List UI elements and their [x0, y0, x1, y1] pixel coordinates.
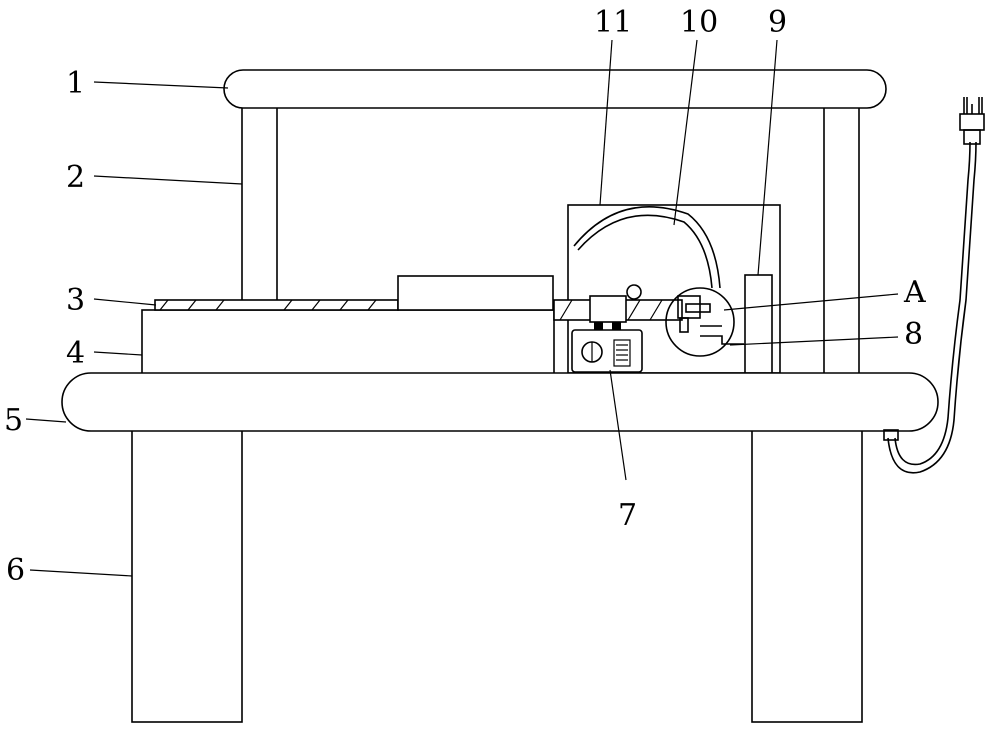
label-5: 5	[4, 403, 23, 438]
label-8: 8	[904, 317, 923, 352]
label-3: 3	[66, 283, 85, 318]
raised-block	[398, 276, 553, 310]
slider-foot-right	[612, 322, 621, 330]
leg-left	[132, 428, 242, 722]
label-1: 1	[66, 66, 85, 101]
slider-foot-left	[594, 322, 603, 330]
vertical-post	[745, 275, 772, 373]
slider-block	[590, 296, 626, 322]
label-4: 4	[66, 336, 85, 371]
label-6: 6	[6, 553, 25, 588]
base-box	[142, 310, 554, 374]
table-top	[62, 373, 938, 431]
label-10: 10	[680, 5, 718, 40]
plug-icon	[960, 97, 984, 144]
leg-right	[752, 428, 862, 722]
rail-left	[155, 300, 398, 310]
label-a: A	[903, 275, 926, 310]
post-right	[824, 104, 859, 374]
label-11: 11	[594, 5, 632, 40]
pin-circle	[627, 285, 641, 299]
label-7: 7	[618, 498, 637, 533]
top-beam	[224, 70, 886, 108]
label-2: 2	[66, 160, 85, 195]
label-9: 9	[768, 5, 787, 40]
